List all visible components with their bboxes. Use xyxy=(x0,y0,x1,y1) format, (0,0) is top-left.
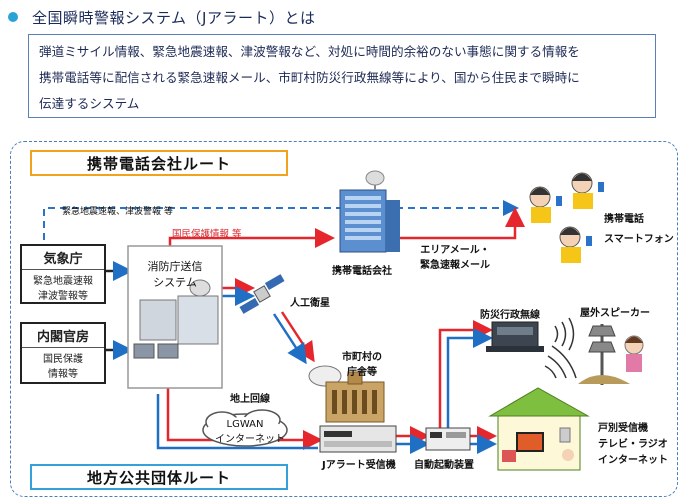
label-lgwan-1: LGWAN xyxy=(226,419,264,430)
label-civil-protection: 国民保護情報 等 xyxy=(172,229,242,240)
source-box-meteo: 気象庁 緊急地震速報 津波警報等 xyxy=(20,244,106,304)
label-smartphone: スマートフォン xyxy=(604,234,674,245)
page-title: 全国瞬時警報システム（Jアラート）とは xyxy=(32,8,316,27)
satellite-icon xyxy=(239,274,285,314)
satellite-municipal-red xyxy=(280,311,315,363)
label-municipal-1: 市町村の xyxy=(342,352,382,363)
source-line: 情報等 xyxy=(48,369,78,380)
phone-person-2 xyxy=(571,172,604,209)
description-line-3: 伝達するシステム xyxy=(39,96,140,111)
label-household: 戸別受信機 テレビ・ラジオ インターネット xyxy=(598,421,668,469)
label-mobile-phone: 携帯電話 xyxy=(604,214,644,225)
label-household-3: インターネット xyxy=(598,455,668,466)
phone-person-3 xyxy=(559,226,592,263)
label-municipal: 市町村の 庁舎等 xyxy=(342,348,382,378)
fdma-server-icon xyxy=(127,245,223,389)
label-auto-start: 自動起動装置 xyxy=(414,460,474,471)
label-satellite: 人工衛星 xyxy=(290,298,330,309)
label-household-2: テレビ・ラジオ xyxy=(598,439,668,450)
route-label-carrier: 携帯電話会社ルート xyxy=(30,150,288,176)
lgwan-cloud-icon xyxy=(202,409,288,447)
to-bosai-blue xyxy=(446,328,493,428)
source-line: 津波警報等 xyxy=(38,291,88,302)
carrier-phones-line xyxy=(395,207,525,240)
label-area-mail-1: エリアメール・ xyxy=(420,245,490,256)
label-bosai-radio: 防災行政無線 xyxy=(480,310,540,321)
label-quake-tsunami: 緊急地震速報、津波警報 等 xyxy=(62,207,173,217)
description-line-2: 携帯電話等に配信される緊急速報メール、市町村防災行政無線等により、国から住民まで… xyxy=(39,70,580,85)
source-title-cabinet: 内閣官房 xyxy=(22,324,104,348)
receiver-icon xyxy=(319,425,397,453)
label-fdma: 消防庁送信 システム xyxy=(143,258,207,290)
label-household-1: 戸別受信機 xyxy=(598,423,648,434)
label-lgwan-2: インターネット xyxy=(215,434,285,445)
description-line-1: 弾道ミサイル情報、緊急地震速報、津波警報など、対処に時間的余裕のない事態に関する… xyxy=(39,44,580,59)
label-ground-line: 地上回線 xyxy=(230,394,270,405)
bullet-icon xyxy=(8,12,18,22)
phone-person-1 xyxy=(529,186,562,223)
auto-start-icon xyxy=(425,427,471,451)
to-bosai-red xyxy=(438,320,493,428)
diagram-frame xyxy=(10,141,678,497)
label-fdma-2: システム xyxy=(153,276,197,289)
satellite-municipal-blue xyxy=(272,313,307,365)
fdma-carrier-line xyxy=(168,228,335,248)
municipal-building-icon xyxy=(308,365,385,423)
carrier-building-icon xyxy=(339,170,400,253)
title-row: 全国瞬時警報システム（Jアラート）とは xyxy=(8,6,315,28)
ground-line-blue xyxy=(156,394,318,450)
route-label-local-gov: 地方公共団体ルート xyxy=(30,464,288,490)
house-icon xyxy=(488,387,590,471)
label-carrier: 携帯電話会社 xyxy=(332,266,392,277)
label-municipal-2: 庁舎等 xyxy=(347,367,377,378)
speaker-pole-icon xyxy=(588,324,616,385)
label-area-mail: エリアメール・ 緊急速報メール xyxy=(420,241,490,271)
source-title-meteo: 気象庁 xyxy=(22,246,104,270)
bosai-console-icon xyxy=(486,321,544,352)
radio-wave-icon xyxy=(554,317,575,351)
label-area-mail-2: 緊急速報メール xyxy=(420,260,490,271)
label-outdoor-speaker: 屋外スピーカー xyxy=(580,308,650,319)
label-fdma-1: 消防庁送信 xyxy=(147,260,203,273)
description-box: 弾道ミサイル情報、緊急地震速報、津波警報など、対処に時間的余裕のない事態に関する… xyxy=(28,34,656,118)
source-line: 国民保護 xyxy=(43,354,83,365)
source-line: 緊急地震速報 xyxy=(33,276,93,287)
label-lgwan: LGWAN インターネット xyxy=(215,419,285,445)
source-box-cabinet: 内閣官房 国民保護 情報等 xyxy=(20,322,106,384)
person-icon xyxy=(624,335,644,372)
label-jalert-receiver: Jアラート受信機 xyxy=(322,460,396,471)
